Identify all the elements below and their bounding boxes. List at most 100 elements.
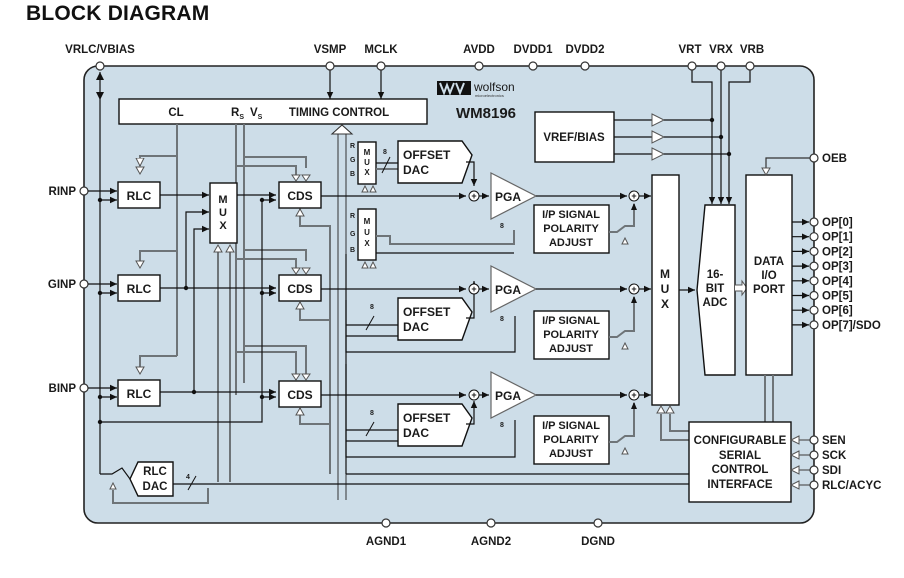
bus-width-label: 8 [370,410,374,417]
data-io-port: DATA I/O PORT [745,174,793,376]
pin-dvdd2 [580,61,590,71]
offset-dac-label: DAC [403,320,429,334]
serial-pin-label: SCK [822,450,847,462]
adc-label: 16- [707,269,724,281]
output-pin: OP[7]/SDO [792,320,881,332]
vref-bias-block: VREF/BIAS [534,111,732,163]
summer-2a: + [468,283,480,295]
mux-letter: X [364,239,370,248]
mux-letter: M [364,217,371,226]
output-pin: OP[4] [792,276,853,288]
output-pin-label: OP[4] [822,276,853,288]
mux-letter: U [219,207,227,219]
timing-rs-label: RS [231,107,244,121]
pga-label: PGA [495,283,521,297]
rlc-label: RLC [127,282,152,296]
pin-vsmp [325,61,335,71]
polarity-label: POLARITY [543,434,599,446]
serial-label: INTERFACE [707,479,773,491]
output-pin: OP[2] [792,246,853,258]
rlc-block-r: RLC [117,166,161,209]
serial-pin-circle [809,450,819,460]
rgb-letter: R [350,143,355,150]
brand-subtitle: microelectronics [475,93,504,98]
offset-mux-top: M U X R G B [350,141,377,193]
rlc-block-b: RLC [117,366,161,407]
serial-pin: SDI [789,465,841,477]
bus-width-label: 8 [370,304,374,311]
pin-label-agnd2: AGND2 [471,536,511,548]
input-wires [88,187,276,425]
diagram-title: BLOCK DIAGRAM [26,2,210,25]
serial-control-interface: CONFIGURABLE SERIAL CONTROL INTERFACE [688,421,792,503]
main-mux: M U X [651,174,690,441]
rlc-dac-label: DAC [143,481,168,493]
offset-dac-2: OFFSET DAC 8 [365,297,473,341]
pin-vrt [687,61,697,71]
pin-label-binp: BINP [49,383,77,395]
cds-label: CDS [287,282,312,296]
data-port-label: PORT [753,284,785,296]
left-pins: RINP GINP BINP [48,186,89,395]
adc-block: 16- BIT ADC [696,204,736,376]
serial-pin-circle [809,435,819,445]
pin-rinp [79,186,89,196]
polarity-label: POLARITY [543,329,599,341]
pin-vrx [716,61,726,71]
cds-block-r: CDS [278,174,322,217]
serial-pin: SEN [789,435,846,447]
output-pin: OP[1] [792,232,853,244]
cds-label: CDS [287,388,312,402]
rgb-letter: B [350,171,355,178]
svg-text:+: + [471,390,476,400]
summer-3a: + [468,389,480,401]
output-pin: OP[3] [792,261,853,273]
serial-pin: RLC/ACYC [789,480,881,492]
rlc-dac-block: RLC DAC 4 [100,461,209,504]
output-pin: OP[0] [792,217,853,229]
pga-label: PGA [495,190,521,204]
polarity-label: ADJUST [549,343,593,355]
timing-cl-label: CL [168,107,183,119]
serial-label: CONTROL [712,464,769,476]
mux-letter: U [364,158,370,167]
pin-label-oeb: OEB [822,153,847,165]
adc-label: ADC [703,297,728,309]
polarity-adjust-2: I/P SIGNAL POLARITY ADJUST [533,310,610,360]
pin-vrlc-vbias [95,61,105,71]
pin-oeb [809,153,819,163]
output-pin: OP[5] [792,291,853,303]
cds-output-wires [321,192,466,399]
pin-label-ginp: GINP [48,279,76,291]
pin-label-dgnd: DGND [581,536,615,548]
output-pin-label: OP[1] [822,232,853,244]
output-pin-label: OP[5] [822,291,853,303]
mux-letter: M [364,148,371,157]
vref-label: VREF/BIAS [543,132,605,144]
pin-label-dvdd1: DVDD1 [514,44,554,56]
svg-text:+: + [631,390,636,400]
output-pin-label: OP[7]/SDO [822,320,881,332]
svg-text:+: + [471,284,476,294]
pin-mclk [376,61,386,71]
pin-dvdd1 [528,61,538,71]
output-pin-circle [809,246,819,256]
serial-label: CONFIGURABLE [694,435,787,447]
part-number: WM8196 [456,105,516,122]
cds-block-b: CDS [278,373,322,416]
pga-3: PGA 8 [490,371,538,429]
mux-letter: X [364,168,370,177]
timing-control-block: CL RS VS TIMING CONTROL [118,98,428,125]
pin-label-rinp: RINP [49,186,77,198]
polarity-label: I/P SIGNAL [542,315,600,327]
input-mux: M U X [209,182,238,253]
bus-width-label: 8 [383,149,387,156]
rlc-label: RLC [127,387,152,401]
mux-letter: X [661,297,669,311]
offset-dac-label: OFFSET [403,148,451,162]
mux-letter: M [660,267,670,281]
cds-block-g: CDS [278,267,322,310]
pin-agnd2 [486,518,496,528]
pga-label: PGA [495,389,521,403]
pin-label-avdd: AVDD [463,44,495,56]
